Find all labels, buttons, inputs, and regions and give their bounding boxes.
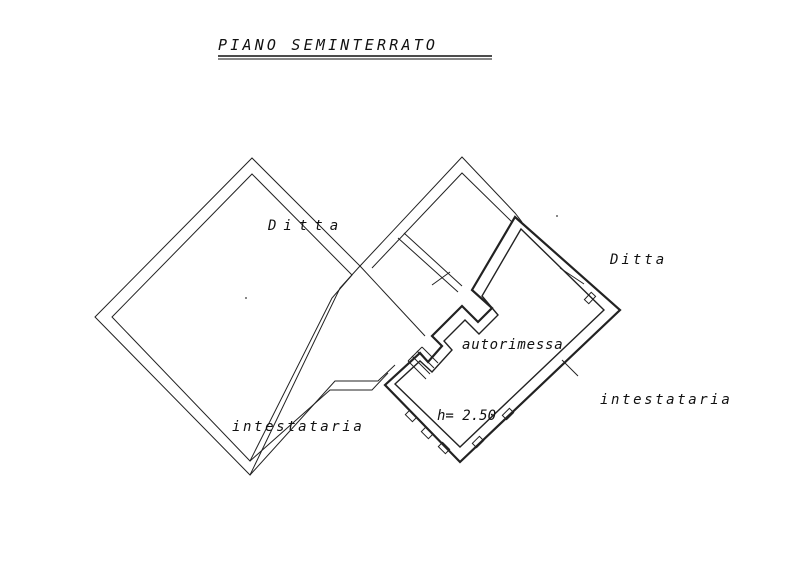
- window-mark-2: [561, 359, 579, 377]
- wall-opening-2: [404, 409, 418, 423]
- plot-corner-dot: [556, 215, 558, 217]
- garage-inner-wall: [393, 227, 606, 448]
- wall-opening-1: [583, 291, 597, 305]
- label-ditta-left: Ditta: [267, 218, 345, 234]
- left-plot-boundary-inner: [249, 372, 389, 462]
- plot-centre-dot: [245, 297, 247, 299]
- wall-opening-5: [471, 435, 485, 449]
- left-plot-inner: [111, 173, 353, 462]
- plot-separator: [359, 265, 426, 337]
- right-plot-outline: [359, 156, 523, 267]
- inner-separator-2: [403, 232, 463, 287]
- label-room-name: autorimessa: [462, 337, 564, 353]
- label-room-height: h= 2.50: [437, 408, 496, 424]
- label-ditta-right: Ditta: [609, 252, 667, 268]
- stair-hatching: [407, 346, 439, 380]
- left-plot-boundary: [249, 364, 396, 476]
- wall-opening-6: [501, 407, 515, 421]
- wall-opening-3: [420, 426, 434, 440]
- window-mark-3: [431, 271, 451, 286]
- inner-separator: [397, 237, 459, 293]
- label-intestataria-left: intestataria: [232, 419, 364, 435]
- window-mark-1: [559, 267, 585, 285]
- plan-title: PIANO SEMINTERRATO: [218, 36, 438, 54]
- right-plot-inner: [371, 172, 513, 269]
- label-intestataria-right: intestataria: [600, 392, 732, 408]
- wall-opening-4: [437, 441, 451, 455]
